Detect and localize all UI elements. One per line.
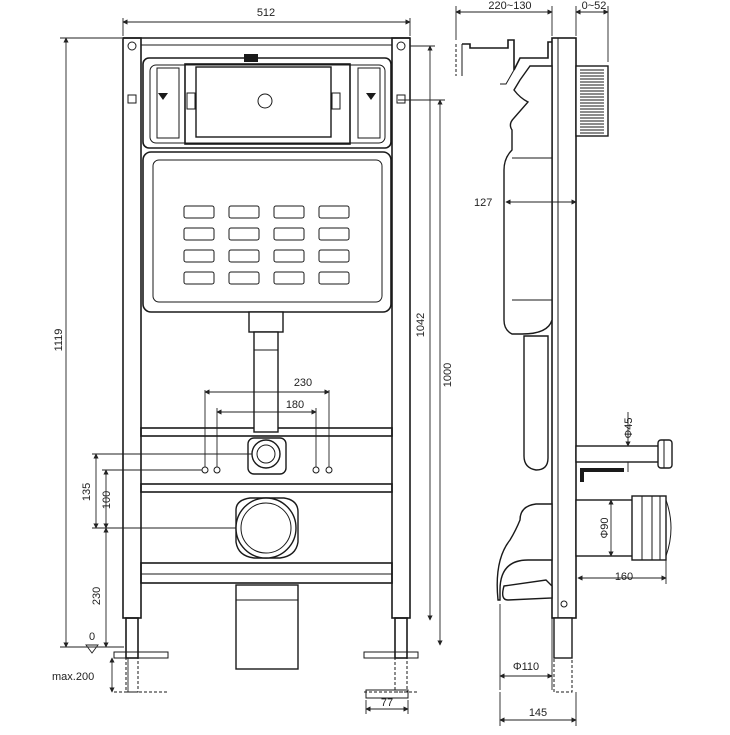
tank-rib (318, 249, 350, 263)
tank-rib (273, 205, 305, 219)
tank-rib (318, 227, 350, 241)
front-view: 512 1119 1042 1000 230 180 (52, 7, 454, 714)
dim-total-height: 1119 (53, 329, 65, 352)
drain-outlet (235, 497, 299, 559)
dim-base-depth: 145 (529, 707, 547, 719)
dim-inlet-height-135: 135 (81, 483, 93, 501)
dim-reference-height: 1000 (442, 363, 454, 387)
tank-rib (273, 227, 305, 241)
tank-rib (183, 205, 215, 219)
water-inlet (201, 437, 333, 475)
dim-inlet-spacing-outer: 230 (294, 377, 312, 389)
dim-side-distance: 220~130 (488, 0, 531, 12)
tank-rib (273, 249, 305, 263)
side-frame-rail (551, 37, 577, 619)
side-outlet-pipe (575, 495, 672, 561)
wall-fixing-block (575, 65, 609, 137)
tank-rib (183, 271, 215, 285)
cistern-side-profile (503, 65, 553, 335)
tank-rib (318, 271, 350, 285)
dim-outlet-diameter: Φ90 (599, 517, 611, 538)
dim-rail-height: 1042 (415, 313, 427, 337)
dim-outlet-projection: 160 (615, 571, 633, 583)
dim-tank-depth: 127 (474, 197, 492, 209)
side-view: 220~130 0~52 127 Φ45 Φ90 160 Φ11 (455, 0, 673, 726)
flush-pipe (248, 311, 284, 433)
flush-panel-housing (142, 54, 392, 149)
side-dimensions: 220~130 0~52 127 Φ45 Φ90 160 Φ11 (455, 0, 667, 726)
dim-outlet-height: 230 (91, 587, 103, 605)
tank-rib (183, 227, 215, 241)
dim-foot-width: 77 (381, 697, 393, 709)
dim-inlet-height-100: 100 (101, 491, 113, 509)
tank-rib (183, 249, 215, 263)
dim-inlet-spacing-inner: 180 (286, 399, 304, 411)
dim-leg-extension: max.200 (52, 671, 94, 683)
tank-rib (228, 249, 260, 263)
tank-rib (228, 271, 260, 285)
side-flush-pipe (496, 335, 553, 601)
cistern-tank (142, 151, 392, 313)
top-bracket (455, 39, 552, 85)
tank-rib-grid (183, 205, 350, 285)
tank-rib (318, 205, 350, 219)
tank-rib (273, 271, 305, 285)
side-inlet-pipe (575, 439, 673, 482)
lower-drain-pipe (235, 584, 299, 670)
dim-inlet-diameter: Φ45 (623, 417, 635, 438)
dim-wall-gap: 0~52 (582, 0, 607, 12)
dim-frame-width: 512 (257, 7, 275, 19)
dim-floor-level: 0 (89, 631, 95, 643)
tank-rib (228, 227, 260, 241)
front-dimensions: 512 1119 1042 1000 230 180 (52, 7, 454, 714)
frame-legs (113, 617, 419, 693)
dim-drain-diameter: Φ110 (513, 661, 539, 673)
tank-rib (228, 205, 260, 219)
